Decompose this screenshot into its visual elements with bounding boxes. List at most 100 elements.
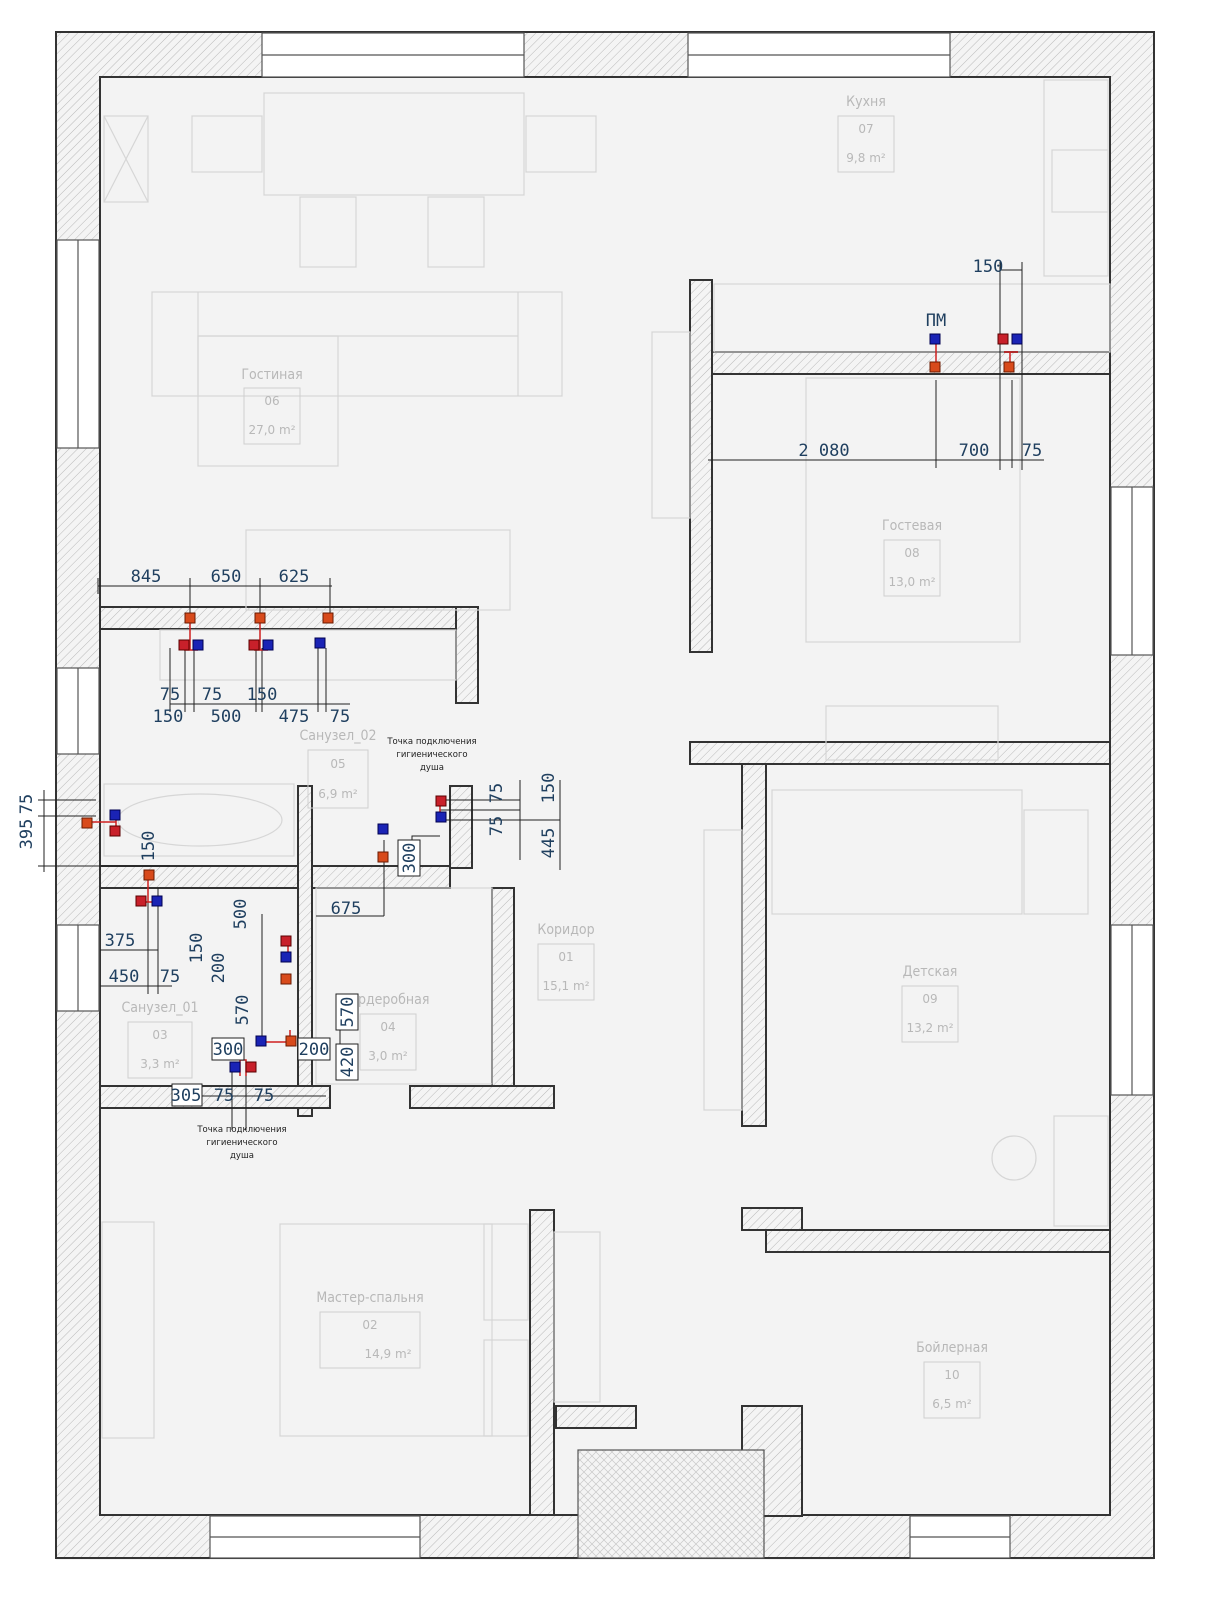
hot-water-point <box>248 639 260 651</box>
room-number: 08 <box>904 546 919 560</box>
dim-value: 395 <box>17 819 37 850</box>
note-line: Точка подключения <box>386 737 476 747</box>
cold-water-point <box>280 951 292 963</box>
dim-box-200: 200 <box>297 1037 331 1061</box>
dim-value: 570 <box>338 997 358 1028</box>
windows <box>56 32 1154 1559</box>
room-name: Санузел_01 <box>121 1000 198 1016</box>
dim-box-570: 570 <box>335 993 359 1031</box>
hot-water-point <box>109 825 121 837</box>
dim-value: 675 <box>331 899 362 919</box>
hot-water-point <box>81 817 93 829</box>
dim-value: 150 <box>973 257 1004 277</box>
interior-walls <box>99 279 1111 1559</box>
dim-value: 700 <box>959 441 990 461</box>
dim-value: 150 <box>139 831 159 862</box>
dim-value: 200 <box>299 1040 330 1060</box>
room-number: 04 <box>380 1020 395 1034</box>
dim-value: 75 <box>214 1086 234 1106</box>
hot-water-point <box>254 612 266 624</box>
hot-water-point <box>929 361 941 373</box>
connection-points <box>81 333 1023 1073</box>
hot-water-point <box>143 869 155 881</box>
cold-water-point <box>314 637 326 649</box>
room-number: 09 <box>922 992 937 1006</box>
room-area: 3,3 m² <box>140 1057 180 1071</box>
dim-value: 500 <box>231 899 251 930</box>
dim-value: 200 <box>209 953 229 984</box>
cold-water-point <box>229 1061 241 1073</box>
hot-water-point <box>377 851 389 863</box>
room-master-bedroom: Мастер-спальня 02 14,9 m² <box>316 1290 424 1369</box>
dim-value: 625 <box>279 567 310 587</box>
room-living: Гостиная 06 27,0 m² <box>241 367 303 445</box>
hot-water-point <box>184 612 196 624</box>
dim-value: 75 <box>330 707 350 727</box>
hot-water-point <box>435 795 447 807</box>
dim-value: 150 <box>187 933 207 964</box>
hot-water-point <box>280 935 292 947</box>
dim-value: 475 <box>279 707 310 727</box>
room-guest: Гостевая 08 13,0 m² <box>882 518 942 597</box>
room-area: 3,0 m² <box>368 1049 408 1063</box>
hot-water-point <box>1003 361 1015 373</box>
dim-box-305: 305 <box>171 1083 203 1107</box>
room-area: 9,8 m² <box>846 151 886 165</box>
room-kitchen: Кухня 07 9,8 m² <box>837 94 895 173</box>
dim-value: 445 <box>539 828 559 859</box>
cold-water-point <box>929 333 941 345</box>
note-line: душа <box>420 763 444 773</box>
room-corridor: Коридор 01 15,1 m² <box>537 922 595 1001</box>
room-children: Детская 09 13,2 m² <box>901 964 959 1043</box>
cold-water-point <box>262 639 274 651</box>
room-number: 06 <box>264 394 279 408</box>
hot-water-point <box>997 333 1009 345</box>
cold-water-point <box>377 823 389 835</box>
pm-label: ПМ <box>926 311 946 331</box>
room-number: 05 <box>330 757 345 771</box>
dim-value: 150 <box>539 773 559 804</box>
dim-box-300b: 300 <box>397 839 421 877</box>
note-line: Точка подключения <box>196 1125 286 1135</box>
dim-value: 570 <box>233 995 253 1026</box>
cold-water-point <box>255 1035 267 1047</box>
dim-value: 650 <box>211 567 242 587</box>
room-area: 13,0 m² <box>888 575 935 589</box>
dim-value: 2 080 <box>798 441 849 461</box>
dim-value: 75 <box>487 783 507 803</box>
note-line: гигиенического <box>206 1138 277 1148</box>
dim-value: 500 <box>211 707 242 727</box>
room-name: Бойлерная <box>916 1340 988 1356</box>
dim-value: 375 <box>105 931 136 951</box>
cold-water-point <box>1011 333 1023 345</box>
hot-water-point <box>285 1035 297 1047</box>
dim-value: 75 <box>17 794 37 814</box>
room-name: Мастер-спальня <box>316 1290 423 1306</box>
room-bathroom-01: Санузел_01 03 3,3 m² <box>121 1000 199 1079</box>
dim-box-420: 420 <box>335 1043 359 1081</box>
room-name: Санузел_02 <box>299 728 376 744</box>
cold-water-point <box>435 811 447 823</box>
hot-water-point <box>178 639 190 651</box>
dimension-values: 150 2 080 700 75 845 650 625 75 75 150 1… <box>17 257 1042 1107</box>
cold-water-point <box>109 809 121 821</box>
note-line: душа <box>230 1151 254 1161</box>
dim-value: 75 <box>254 1086 274 1106</box>
dim-value: 150 <box>247 685 278 705</box>
room-number: 01 <box>558 950 573 964</box>
dim-value: 305 <box>171 1086 202 1106</box>
dim-value: 845 <box>131 567 162 587</box>
furniture <box>101 79 1111 1439</box>
room-area: 6,5 m² <box>932 1397 972 1411</box>
room-number: 03 <box>152 1028 167 1042</box>
room-name: Детская <box>903 964 958 980</box>
room-number: 02 <box>362 1318 377 1332</box>
room-name: Коридор <box>537 922 594 938</box>
room-wardrobe: Гардеробная 04 3,0 m² <box>343 992 429 1071</box>
dim-value: 450 <box>109 967 140 987</box>
dim-value: 300 <box>400 843 420 874</box>
shower-note-lower: Точка подключения гигиенического душа <box>196 1125 286 1161</box>
dim-box-300: 300 <box>211 1037 245 1061</box>
room-number: 07 <box>858 122 873 136</box>
